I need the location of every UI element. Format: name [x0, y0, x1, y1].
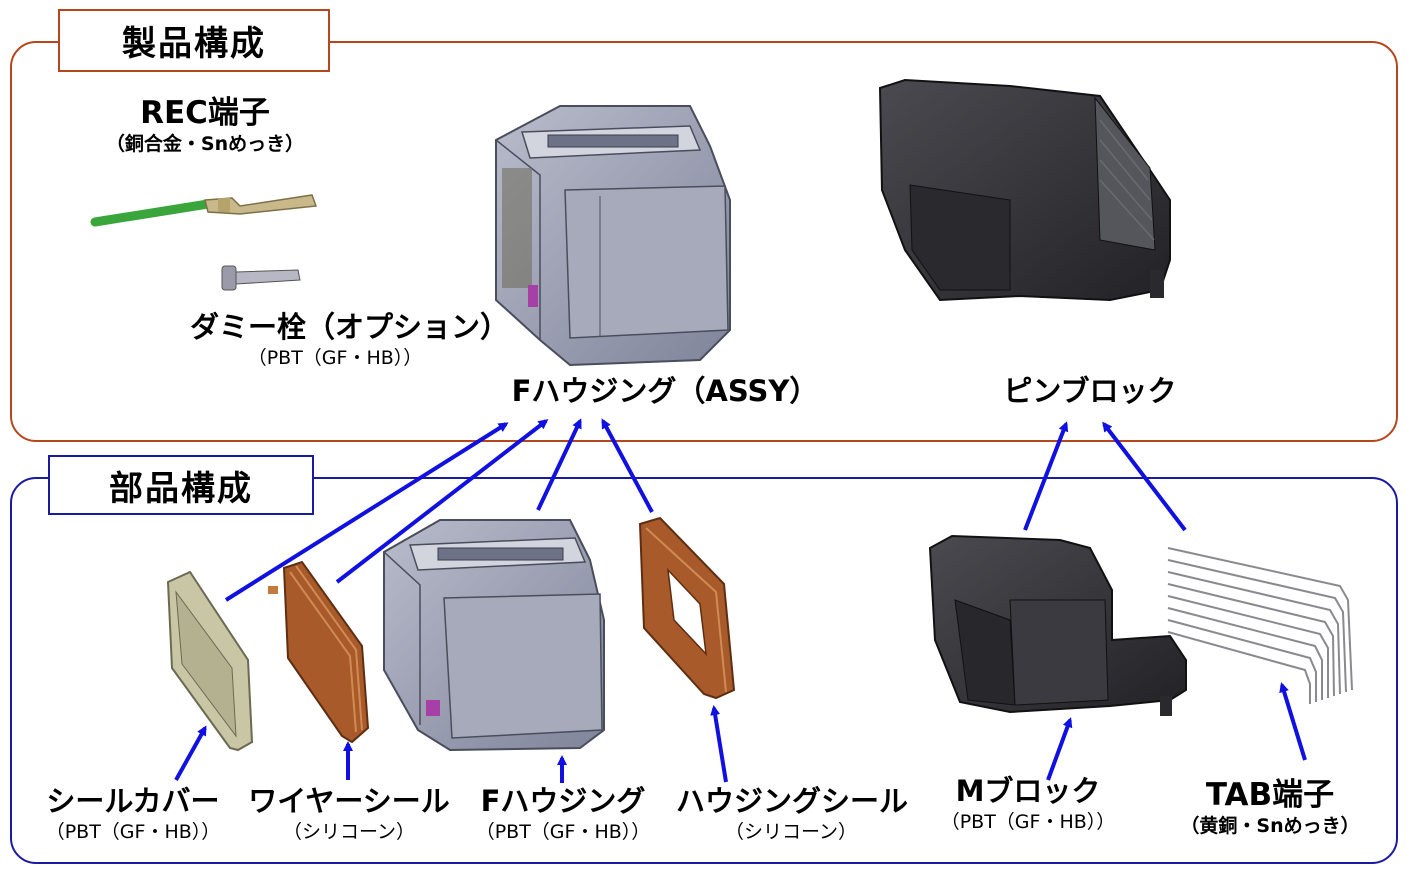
dummy-plug-name: ダミー栓（オプション） — [190, 310, 510, 344]
arrow-to-m-block — [1046, 717, 1073, 781]
dummy-plug-image — [221, 265, 301, 291]
dummy-plug-label: ダミー栓（オプション） （PBT（GF・HB）） — [190, 310, 510, 369]
pin-block-label: ピンブロック — [980, 374, 1200, 408]
arrow-to-tab-terminal — [1279, 682, 1307, 761]
wire-seal-material: （シリコーン） — [282, 820, 416, 843]
parts-composition-title: 部品構成 — [48, 455, 314, 515]
housing-seal-material: （シリコーン） — [724, 820, 858, 843]
pin-block-image — [878, 78, 1171, 302]
wire-seal-label: ワイヤーシール （シリコーン） — [244, 784, 454, 843]
m-block-name: Mブロック — [955, 774, 1101, 808]
f-housing-name: Fハウジング — [480, 784, 646, 818]
arrow-f-housing-to-assy — [536, 418, 582, 511]
seal-cover-image — [166, 570, 254, 752]
rec-terminal-label: REC端子 （銅合金・Snめっき） — [70, 96, 340, 155]
rec-terminal-image — [90, 194, 318, 227]
m-block-image — [928, 534, 1187, 716]
product-composition-title: 製品構成 — [58, 9, 330, 72]
seal-cover-name: シールカバー — [46, 784, 220, 818]
seal-cover-material: （PBT（GF・HB）） — [45, 820, 221, 843]
rec-terminal-material: （銅合金・Snめっき） — [105, 133, 305, 156]
housing-seal-label: ハウジングシール （シリコーン） — [676, 784, 909, 843]
assembly-arrows — [174, 418, 1307, 783]
wire-seal-image — [268, 560, 370, 744]
dummy-plug-material: （PBT（GF・HB）） — [247, 346, 423, 369]
wire-seal-name: ワイヤーシール — [248, 784, 450, 818]
parts-composition-panel — [10, 477, 1398, 864]
tab-terminal-material: （黄銅・Snめっき） — [1180, 815, 1360, 838]
arrow-to-housing-seal — [710, 705, 728, 783]
tab-terminal-image — [1167, 547, 1353, 704]
arrow-seal-cover-to-assy — [224, 422, 509, 602]
m-block-material: （PBT（GF・HB）） — [940, 810, 1116, 833]
m-block-label: Mブロック （PBT（GF・HB）） — [918, 774, 1138, 833]
seal-cover-label: シールカバー （PBT（GF・HB）） — [18, 784, 248, 843]
arrow-wire-seal-to-assy — [335, 419, 549, 584]
arrow-to-seal-cover — [174, 725, 207, 781]
tab-terminal-label: TAB端子 （黄銅・Snめっき） — [1160, 778, 1380, 837]
f-housing-assy-image — [495, 105, 731, 367]
f-housing-assy-name: Fハウジング（ASSY） — [511, 374, 819, 408]
f-housing-image — [383, 519, 605, 752]
pin-block-name: ピンブロック — [1003, 374, 1177, 408]
arrow-m-block-to-pin-block — [1023, 421, 1069, 531]
f-housing-label: Fハウジング （PBT（GF・HB）） — [448, 784, 678, 843]
housing-seal-image — [638, 516, 736, 700]
tab-terminal-name: TAB端子 — [1205, 777, 1335, 813]
rec-terminal-name: REC端子 — [140, 95, 270, 131]
arrow-housing-seal-to-assy — [601, 418, 654, 513]
product-composition-panel — [10, 41, 1398, 442]
f-housing-assy-label: Fハウジング（ASSY） — [500, 374, 830, 408]
housing-seal-name: ハウジングシール — [676, 784, 909, 818]
f-housing-material: （PBT（GF・HB）） — [475, 820, 651, 843]
arrow-tab-to-pin-block — [1102, 421, 1187, 532]
